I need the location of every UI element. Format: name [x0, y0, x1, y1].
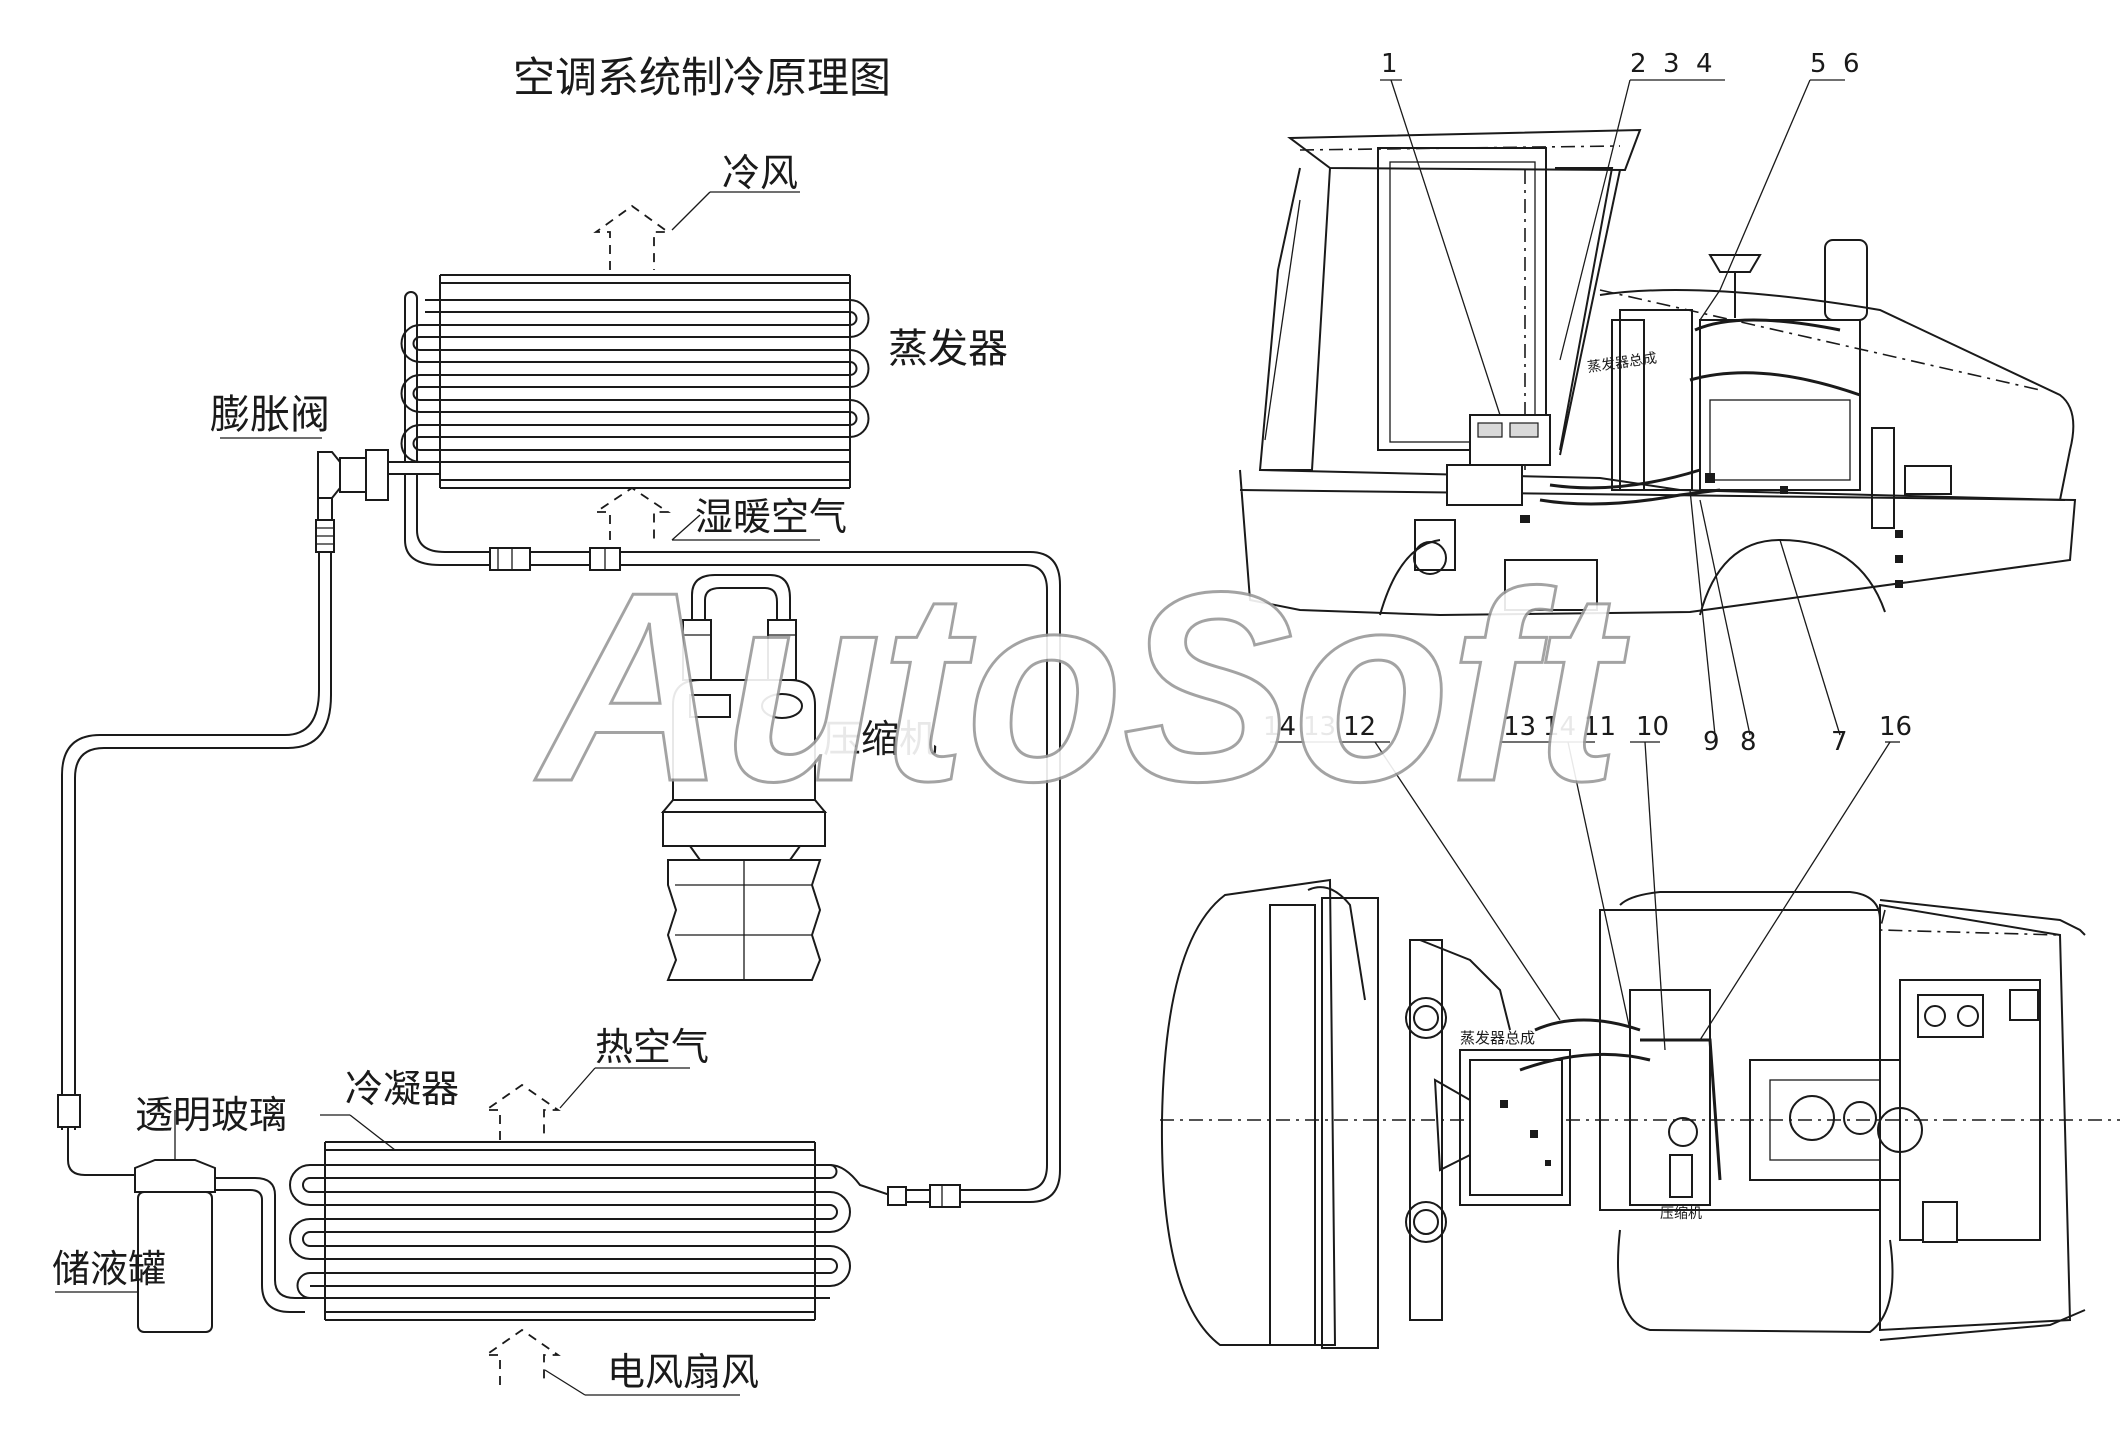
top-callout-13b: 13: [1503, 712, 1536, 742]
side-callout-9: 9: [1703, 727, 1720, 757]
fan-air-label: 电风扇风: [607, 1350, 759, 1394]
humid-warm-air-label: 湿暖空气: [695, 495, 847, 539]
condenser-label: 冷凝器: [345, 1067, 459, 1111]
expansion-valve-label: 膨胀阀: [210, 392, 330, 438]
fan-air-arrow: [483, 1328, 740, 1396]
watermark: AutoSoft: [532, 537, 1631, 838]
side-callout-3: 3: [1663, 49, 1680, 79]
side-callout-4: 4: [1696, 49, 1713, 79]
side-evaporator-label: 蒸发器总成: [1586, 350, 1658, 376]
side-callout-6: 6: [1843, 49, 1860, 79]
top-callout-14b: 14: [1543, 712, 1576, 742]
hot-air-label: 热空气: [595, 1025, 709, 1069]
hot-air-arrow: [483, 1067, 690, 1140]
machine-side-view: 蒸发器总成 1 2 3 4 5 6 7 8 9: [1239, 49, 2077, 757]
expansion-valve: [220, 437, 441, 553]
condenser: [215, 1114, 1061, 1321]
humid-warm-air-arrow: [593, 486, 820, 541]
top-callout-11: 11: [1583, 712, 1616, 742]
suction-line: [404, 529, 1061, 1170]
side-callout-5: 5: [1810, 49, 1827, 79]
side-callout-8: 8: [1740, 727, 1757, 757]
evaporator: [400, 274, 870, 540]
receiver-drier-label: 储液罐: [52, 1247, 166, 1291]
top-callout-14: 14: [1263, 712, 1296, 742]
top-callout-16: 16: [1879, 712, 1912, 742]
machine-top-view: 蒸发器总成 压缩机: [1160, 712, 2120, 1349]
top-callout-12: 12: [1343, 712, 1376, 742]
side-callout-7: 7: [1831, 727, 1848, 757]
sight-glass-label: 透明玻璃: [135, 1093, 287, 1137]
refrigeration-schematic: 空调系统制冷原理图 冷风: [52, 53, 1061, 1396]
receiver-drier: [55, 1110, 216, 1333]
evaporator-label: 蒸发器: [888, 326, 1008, 372]
side-callout-1: 1: [1381, 49, 1398, 79]
top-callout-10: 10: [1636, 712, 1669, 742]
cold-air-arrow: [593, 191, 800, 270]
cold-air-label: 冷风: [722, 151, 798, 195]
top-compressor-label: 压缩机: [1660, 1206, 1702, 1222]
compressor-label: 压缩机: [823, 717, 937, 761]
liquid-line: [57, 552, 332, 1176]
diagram-title: 空调系统制冷原理图: [513, 53, 891, 102]
compressor: [660, 574, 828, 981]
top-callout-13: 13: [1303, 712, 1336, 742]
top-evaporator-label: 蒸发器总成: [1460, 1029, 1535, 1047]
side-callout-2: 2: [1630, 49, 1647, 79]
